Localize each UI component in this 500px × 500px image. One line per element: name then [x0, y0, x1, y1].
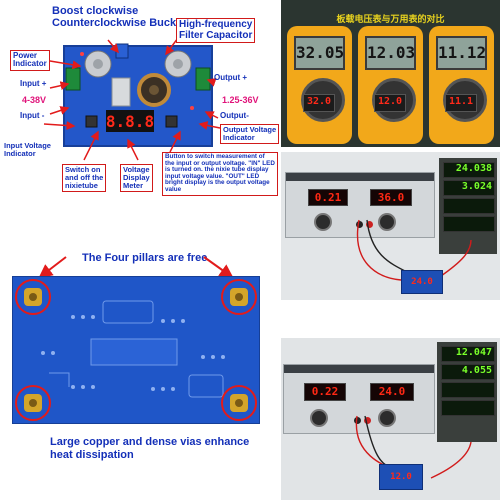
psu-1-left-value: 0.21: [314, 191, 342, 204]
filter-capacitor-label: High-frequency Filter Capacitor: [176, 18, 256, 43]
pcb-traces-illustration: [41, 300, 225, 398]
multimeter-1: 32.05: [287, 26, 352, 144]
pillar-bottom-right: [221, 385, 257, 421]
multimeter-1-reading: 32.05: [296, 43, 345, 62]
button-description-label: Button to switch measurement of the inpu…: [162, 152, 278, 196]
svg-text:8.8.8: 8.8.8: [106, 112, 154, 131]
pillar-bottom-left: [15, 385, 51, 421]
multimeter-2: 12.03: [358, 26, 423, 144]
input-voltage-indicator-label: Input Voltage Indicator: [4, 141, 51, 158]
test-1-module-display: 24.0: [411, 277, 433, 287]
power-supply-2: 0.22 24.0: [283, 364, 435, 434]
comparison-title: 板载电压表与万用表的对比: [336, 14, 445, 24]
multimeter-2-reading: 12.03: [367, 43, 416, 62]
power-supply-1: 0.21 36.0: [285, 172, 435, 238]
copper-caption: Large copper and dense vias enhance heat…: [50, 436, 250, 462]
psu-2-right-value: 24.0: [378, 385, 406, 398]
power-indicator-label: Power Indicator: [10, 50, 50, 71]
output-range-label: 1.25-36V: [222, 95, 259, 105]
output-minus-label: Output-: [220, 111, 249, 120]
meter-stack-2: 12.047 4.055: [437, 342, 497, 442]
pillar-top-left: [15, 279, 51, 315]
test-2-module-display: 12.0: [390, 472, 412, 482]
multimeter-3-reading: 11.12: [438, 43, 487, 62]
meter-stack-1: 24.038 3.024: [439, 158, 497, 254]
board-display-3: 11.1: [445, 94, 477, 112]
annotation-arrows: [43, 37, 221, 161]
switch-nixie-label: Switch on and off the nixietube: [62, 164, 107, 192]
psu-1-right-value: 36.0: [377, 191, 405, 204]
board-display-1-reading: 32.0: [306, 96, 332, 107]
pillar-top-right: [221, 279, 257, 315]
test-1-module: 24.0: [401, 270, 443, 294]
psu-1-right-display: 36.0: [370, 189, 412, 206]
meter-comparison-photo: 板载电压表与万用表的对比 32.05 12.03 11.12 32.0 12.0…: [281, 0, 500, 147]
board-display-1: 32.0: [303, 94, 335, 112]
psu-2-left-display: 0.22: [304, 383, 346, 401]
psu-2-right-display: 24.0: [370, 383, 414, 401]
pcb-back-board: [12, 276, 260, 424]
voltage-display-meter-label: Voltage Display Meter: [120, 164, 153, 192]
input-minus-label: Input -: [20, 111, 45, 120]
output-voltage-indicator-label: Output Voltage Indicator: [220, 124, 280, 144]
board-display-2: 12.0: [374, 94, 406, 112]
board-display-3-reading: 11.1: [448, 96, 474, 107]
test-photo-1: 0.21 36.0 24.038 3.024 24.0: [281, 152, 500, 300]
test-2-module: 12.0: [379, 464, 423, 490]
psu-2-left-value: 0.22: [311, 385, 339, 398]
pillars-caption: The Four pillars are free: [82, 252, 208, 264]
stack-1-reading-1: 24.038: [455, 163, 492, 174]
multimeter-3: 11.12: [429, 26, 494, 144]
board-display-2-reading: 12.0: [377, 96, 403, 107]
buck-boost-label: Boost clockwise Counterclockwise Buck: [52, 5, 177, 29]
stack-2-reading-2: 4.055: [461, 365, 492, 376]
input-plus-label: Input +: [20, 79, 47, 88]
pillars-arrows: [38, 256, 234, 279]
psu-1-left-display: 0.21: [308, 189, 348, 206]
output-plus-label: Output +: [214, 73, 248, 82]
stack-1-reading-2: 3.024: [461, 181, 492, 192]
test-photo-2: 0.22 24.0 12.047 4.055 12.0: [281, 338, 500, 500]
module-diagram-panel: 8.8.8 Boost clockwise Count: [0, 0, 281, 245]
input-range-label: 4-38V: [22, 95, 47, 105]
stack-2-reading-1: 12.047: [455, 347, 492, 358]
module-board-illustration: 8.8.8: [63, 43, 213, 147]
test-1-wires: [356, 219, 472, 281]
